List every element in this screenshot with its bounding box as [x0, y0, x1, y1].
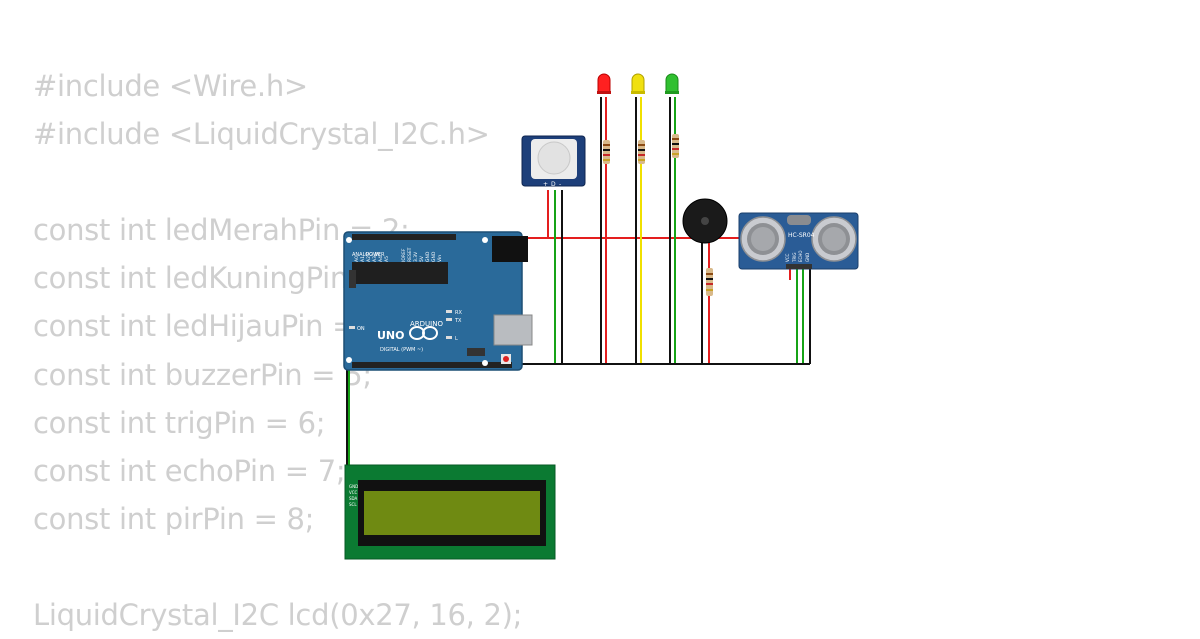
board-pin-label: A5 [384, 256, 390, 262]
wires [346, 97, 811, 500]
code-line: const int echoPin = 7; [33, 453, 346, 488]
board-pin-label: 5V [419, 255, 425, 262]
icsp-header [349, 270, 356, 288]
led-green[interactable] [665, 73, 679, 94]
board-pin-label: GND [425, 251, 431, 262]
ultrasonic-transducer-right [811, 216, 857, 262]
rx-led [446, 310, 452, 313]
mount-hole [482, 360, 488, 366]
us-pin-vcc: VCC [785, 253, 790, 262]
ultrasonic-label: HC-SR04 [788, 232, 815, 239]
arduino-logo-icon [409, 326, 438, 340]
lcd-pin-vcc: VCC [349, 490, 358, 495]
board-pin-label: A2 [366, 256, 372, 262]
pir-sensor[interactable]: + D - [521, 135, 586, 188]
lcd-screen [364, 491, 540, 535]
usb-port [493, 314, 533, 346]
us-pin-trig: TRIG [792, 252, 797, 263]
digital-header [352, 362, 512, 368]
code-line: #include <Wire.h> [33, 69, 308, 103]
board-pin-label: 3.3V [413, 251, 419, 262]
power-header [352, 234, 456, 240]
led-red[interactable] [597, 73, 611, 94]
code-line: LiquidCrystal_I2C lcd(0x27, 16, 2); [33, 598, 523, 633]
pir-lens [537, 141, 571, 175]
resistor-buzzer [706, 268, 713, 296]
resistor-yellow-led [638, 140, 645, 164]
pir-pin-gnd: - [559, 181, 561, 188]
lcd-pin-gnd: GND [349, 484, 358, 489]
code-line: #include <LiquidCrystal_I2C.h> [33, 117, 490, 152]
arduino-uno-board[interactable]: ARDUINO UNO DIGITAL (PWM ~) POWER ANALOG… [343, 231, 533, 371]
resistor-green-led [672, 134, 679, 158]
mount-hole [346, 357, 352, 363]
icsp2-header [467, 348, 485, 356]
lcd-pin-scl: SCL [349, 502, 357, 507]
ultrasonic-header [786, 264, 812, 269]
tx-label: TX [454, 318, 462, 324]
pir-pin-vcc: + [543, 181, 548, 188]
board-pin-label: A0 [354, 256, 360, 262]
resistor-red-led [603, 140, 610, 164]
board-pin-label: A3 [372, 256, 378, 262]
board-model: UNO [377, 329, 405, 342]
analog-label: ANALOG IN [352, 252, 380, 258]
on-label: ON [357, 326, 365, 332]
ultrasonic-transducer-left [740, 216, 786, 262]
mount-hole [346, 237, 352, 243]
led-yellow[interactable] [631, 73, 645, 94]
board-pin-label: Vin [437, 255, 443, 262]
code-line: const int pirPin = 8; [33, 501, 315, 536]
power-label: POWER [366, 252, 385, 258]
buzzer[interactable] [682, 198, 728, 244]
power-jack [492, 236, 528, 262]
code-line: const int trigPin = 6; [33, 405, 326, 440]
rx-label: RX [455, 310, 462, 316]
board-pin-label: RESET [407, 247, 413, 262]
ultrasonic-sensor[interactable]: HC-SR04 VCC TRIG ECHO GND [738, 212, 859, 270]
ultrasonic-crystal [787, 215, 811, 225]
atmega-chip [352, 262, 448, 284]
l-label: L [455, 336, 458, 342]
us-pin-echo: ECHO [798, 251, 803, 262]
board-pin-label: GND [431, 251, 437, 262]
board-pin-label: A1 [360, 256, 366, 262]
board-pin-label: IOREF [401, 248, 407, 262]
board-pin-label: A4 [378, 256, 384, 262]
digital-label: DIGITAL (PWM ~) [380, 347, 423, 353]
reset-button[interactable] [503, 356, 509, 362]
pir-pin-out: D [551, 181, 556, 188]
lcd-pin-sda: SDA [349, 496, 358, 501]
on-led [349, 326, 355, 329]
tx-led [446, 318, 452, 321]
mount-hole [482, 237, 488, 243]
us-pin-gnd: GND [805, 253, 810, 262]
lcd-display[interactable]: GND VCC SDA SCL [344, 464, 556, 560]
l-led [446, 336, 452, 339]
board-brand: ARDUINO [410, 320, 443, 328]
